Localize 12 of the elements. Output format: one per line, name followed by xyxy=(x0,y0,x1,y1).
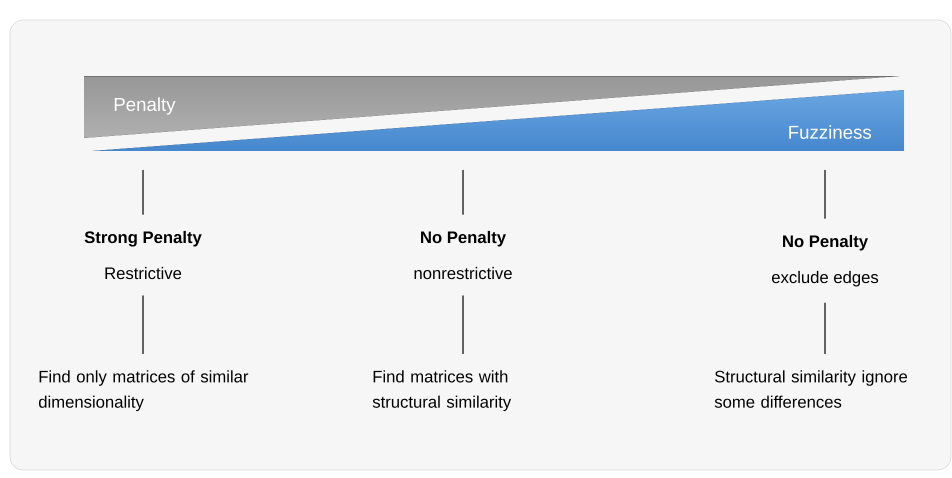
connector-line xyxy=(462,295,464,354)
connector-line xyxy=(142,295,144,354)
connector-line xyxy=(824,170,826,219)
stage-heading: No Penalty exclude edges xyxy=(772,234,878,286)
stage-description: Structural similarity ignore some differences xyxy=(714,370,908,408)
stage-description: Find matrices with structural similarity xyxy=(372,370,512,412)
connector-line xyxy=(462,170,464,215)
connector-line xyxy=(142,170,144,215)
stage-heading: No Penalty nonrestrictive xyxy=(414,230,512,280)
connector-line xyxy=(824,302,826,354)
stage-description: Find only matrices of similar dimensionality xyxy=(38,370,248,412)
stage-heading: Strong Penalty Restrictive xyxy=(84,230,202,280)
